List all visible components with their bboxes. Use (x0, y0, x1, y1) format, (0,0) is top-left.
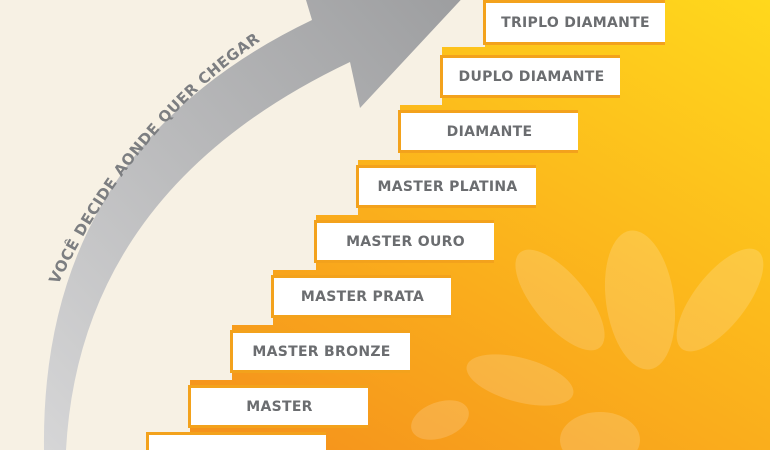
level-step-duplo-diamante: DUPLO DIAMANTE (440, 55, 620, 98)
level-label: MASTER PRATA (300, 288, 425, 305)
sun-petals-decoration (411, 230, 764, 450)
level-step-master-platina: MASTER PLATINA (356, 165, 536, 208)
level-step-master-bronze: MASTER BRONZE (230, 330, 410, 373)
level-label: MASTER PLATINA (377, 178, 518, 195)
level-step-master: MASTER (188, 385, 368, 428)
level-step-master-ouro: MASTER OURO (314, 220, 494, 263)
level-step-triplo-diamante: TRIPLO DIAMANTE (483, 0, 665, 45)
level-label: TRIPLO DIAMANTE (501, 14, 650, 31)
level-step-diamante: DIAMANTE (398, 110, 578, 153)
level-label: DIAMANTE (446, 123, 533, 140)
level-label: MASTER BRONZE (252, 343, 391, 360)
arrow-body (43, 0, 461, 450)
level-label: MASTER OURO (346, 233, 465, 250)
level-step-master-prata: MASTER PRATA (271, 275, 451, 318)
level-label: DUPLO DIAMANTE (458, 68, 605, 85)
level-step-bottom (146, 432, 326, 450)
level-label: MASTER (246, 398, 313, 415)
